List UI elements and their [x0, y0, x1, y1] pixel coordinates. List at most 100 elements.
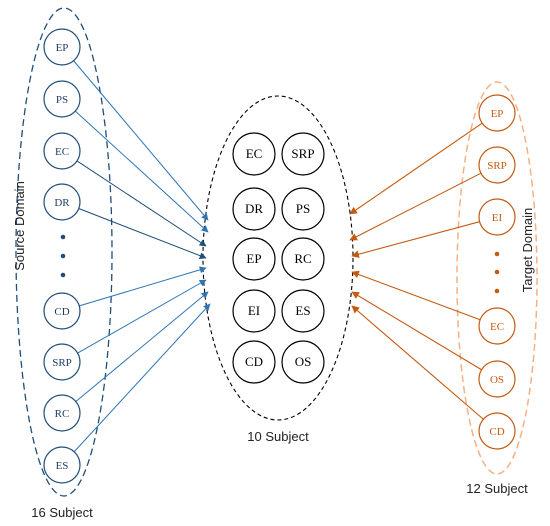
center-node-label: DR — [245, 201, 263, 216]
source-domain-ellipse — [15, 7, 113, 497]
target-node-circle — [478, 307, 516, 345]
source-arrow — [78, 208, 207, 259]
center-node-label: SRP — [291, 146, 314, 161]
target-node-ei: EI — [478, 198, 516, 236]
source-arrow — [77, 279, 207, 354]
source-node-ps: PS — [43, 80, 81, 118]
source-node-ec: EC — [43, 132, 81, 170]
source-node-ep: EP — [43, 28, 81, 66]
target-arrow — [351, 305, 484, 420]
arrows-group — [73, 60, 484, 453]
source-dot — [60, 234, 66, 240]
source-arrow — [73, 60, 209, 221]
target-node-label: EI — [492, 212, 503, 224]
source-node-label: RC — [55, 408, 70, 420]
target-domain-ellipse — [456, 81, 538, 475]
source-dot — [60, 253, 66, 259]
target-ellipsis-dots — [494, 251, 500, 294]
center-node-label: PS — [296, 201, 310, 216]
center-node-label: EI — [248, 303, 260, 318]
center-node-circle — [281, 187, 325, 231]
center-node-ei: EI — [232, 289, 276, 333]
center-node-circle — [281, 237, 325, 281]
target-arrow — [349, 122, 483, 215]
target-arrow — [351, 270, 481, 321]
source-node-label: EP — [56, 42, 69, 54]
center-node-srp: SRP — [281, 132, 325, 176]
source-node-circle — [43, 132, 81, 170]
center-node-label: OS — [295, 354, 312, 369]
source-node-circle — [43, 80, 81, 118]
center-node-circle — [281, 340, 325, 384]
center-node-es: ES — [281, 289, 325, 333]
source-node-circle — [43, 28, 81, 66]
center-node-ec: EC — [232, 132, 276, 176]
source-node-circle — [43, 446, 81, 484]
source-node-label: PS — [56, 94, 68, 106]
target-node-os: OS — [478, 360, 516, 398]
source-node-es: ES — [43, 446, 81, 484]
source-node-label: CD — [54, 306, 69, 318]
target-node-ec: EC — [478, 307, 516, 345]
target-node-label: SRP — [487, 160, 507, 172]
target-nodes: EP SRP EI EC OS CD — [478, 94, 516, 450]
source-caption: 16 Subject — [31, 505, 93, 520]
target-arrow — [351, 291, 482, 371]
target-node-circle — [478, 360, 516, 398]
source-arrow — [76, 160, 207, 247]
center-node-circle — [281, 132, 325, 176]
source-node-dr: DR — [43, 183, 81, 221]
target-node-cd: CD — [478, 412, 516, 450]
source-node-circle — [43, 183, 81, 221]
target-node-circle — [478, 198, 516, 236]
target-domain-label: Target Domain — [520, 208, 535, 293]
source-node-label: DR — [54, 197, 70, 209]
center-node-rc: RC — [281, 237, 325, 281]
center-node-circle — [232, 340, 276, 384]
target-dot — [494, 269, 500, 275]
center-node-ps: PS — [281, 187, 325, 231]
source-ellipsis-dots — [60, 234, 66, 278]
target-node-label: EC — [490, 321, 504, 333]
target-dot — [494, 288, 500, 294]
center-node-ep: EP — [232, 237, 276, 281]
source-node-label: SRP — [52, 357, 72, 369]
target-node-ep: EP — [478, 94, 516, 132]
target-node-circle — [478, 94, 516, 132]
center-node-label: EC — [246, 146, 263, 161]
target-arrow — [349, 172, 482, 241]
source-node-label: EC — [55, 146, 69, 158]
center-node-circle — [232, 237, 276, 281]
center-node-dr: DR — [232, 187, 276, 231]
source-node-cd: CD — [43, 292, 81, 330]
source-arrow — [73, 303, 211, 453]
source-arrow — [79, 266, 207, 307]
source-node-rc: RC — [43, 394, 81, 432]
center-node-label: ES — [295, 303, 310, 318]
source-node-srp: SRP — [43, 343, 81, 381]
center-node-circle — [232, 289, 276, 333]
target-node-label: EP — [491, 108, 504, 120]
source-node-circle — [43, 394, 81, 432]
source-arrow — [75, 291, 209, 402]
target-node-label: CD — [489, 426, 504, 438]
source-node-label: ES — [56, 460, 69, 472]
center-node-circle — [232, 187, 276, 231]
center-node-circle — [281, 289, 325, 333]
target-arrow — [351, 221, 480, 258]
target-node-circle — [478, 146, 516, 184]
source-domain-label: Source Domain — [12, 181, 27, 271]
source-dot — [60, 272, 66, 278]
source-node-circle — [43, 292, 81, 330]
center-node-os: OS — [281, 340, 325, 384]
target-node-srp: SRP — [478, 146, 516, 184]
target-node-circle — [478, 412, 516, 450]
center-node-circle — [232, 132, 276, 176]
target-caption: 12 Subject — [466, 481, 528, 496]
center-node-cd: CD — [232, 340, 276, 384]
source-node-circle — [43, 343, 81, 381]
source-arrow — [74, 110, 209, 233]
source-nodes: EP PS EC DR CD SRP RC ES — [43, 28, 81, 484]
